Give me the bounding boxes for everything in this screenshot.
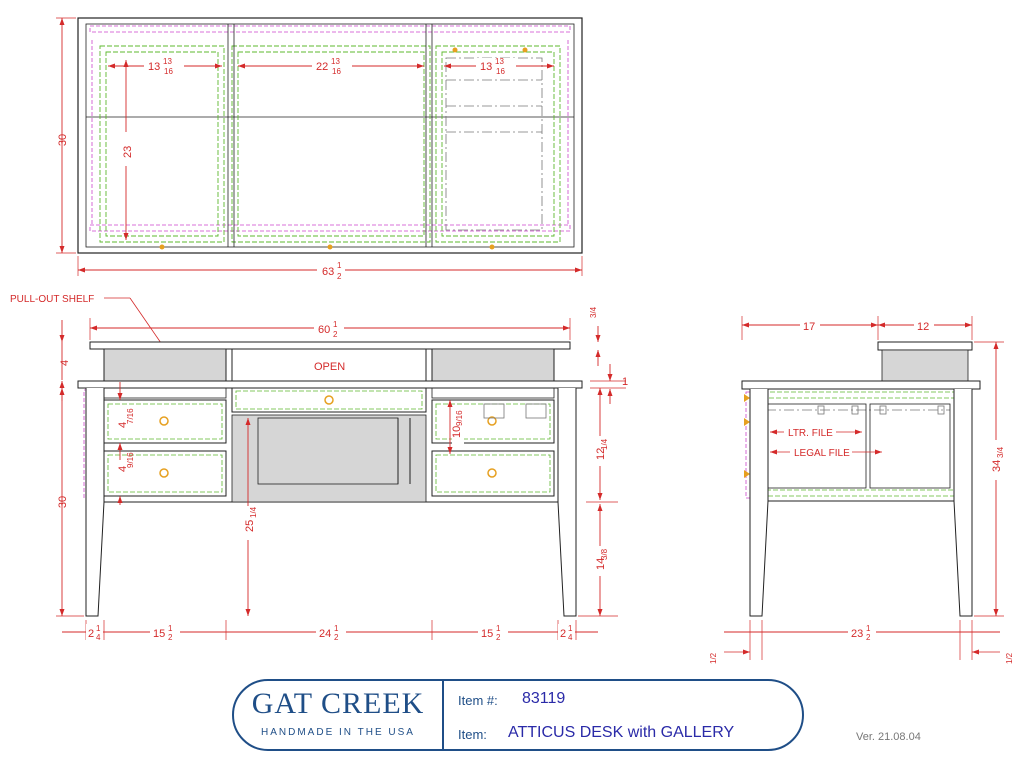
svg-text:2: 2 bbox=[337, 272, 342, 281]
svg-text:1: 1 bbox=[168, 624, 173, 633]
svg-text:1: 1 bbox=[96, 624, 101, 633]
side-total-height-dim: 34 bbox=[991, 460, 1003, 472]
top-view-outline bbox=[77, 17, 583, 254]
item-name: ATTICUS DESK with GALLERY bbox=[508, 724, 735, 741]
svg-text:4: 4 bbox=[568, 633, 573, 642]
top-depth-dim: 30 bbox=[57, 134, 69, 146]
side-left-leg bbox=[749, 389, 769, 617]
open-label: OPEN bbox=[314, 361, 345, 373]
svg-text:16: 16 bbox=[332, 67, 341, 76]
svg-text:3/4: 3/4 bbox=[996, 446, 1005, 458]
gallery-height-dim: 4 bbox=[59, 360, 71, 366]
drawer-1-height-dim: 4 bbox=[117, 422, 129, 428]
side-depth-dim: 17 bbox=[803, 321, 815, 333]
svg-text:13: 13 bbox=[495, 57, 504, 66]
right-leg bbox=[557, 388, 577, 617]
svg-text:16: 16 bbox=[496, 67, 505, 76]
svg-text:1: 1 bbox=[568, 624, 573, 633]
top-width-dim: 63 bbox=[322, 266, 334, 278]
gallery-top-thickness-dim: 3/4 bbox=[589, 306, 598, 318]
item-number-label: Item #: bbox=[458, 693, 498, 708]
gallery-depth-dim: 12 bbox=[917, 321, 929, 333]
svg-text:2: 2 bbox=[333, 330, 338, 339]
apron-height-dim: 12 bbox=[595, 448, 607, 460]
right-drawer-2 bbox=[431, 450, 555, 497]
top-center-bay-dim: 22 bbox=[316, 61, 328, 73]
front-view: PULL-OUT SHELF OPEN bbox=[10, 294, 628, 642]
side-gallery bbox=[877, 341, 973, 351]
side-view: LTR. FILE LEGAL FILE 17 12 34 3/4 23 12 bbox=[709, 316, 1014, 664]
front-height-dim: 30 bbox=[57, 496, 69, 508]
right-bay-dim: 15 bbox=[481, 628, 493, 640]
svg-text:9/16: 9/16 bbox=[455, 410, 464, 426]
ltr-file-label: LTR. FILE bbox=[788, 428, 833, 439]
knee-clearance-dim: 25 bbox=[244, 520, 256, 532]
svg-text:3/8: 3/8 bbox=[600, 548, 609, 560]
side-right-leg bbox=[953, 389, 973, 617]
file-drawer-height-dim: 10 bbox=[451, 426, 463, 438]
svg-text:7/16: 7/16 bbox=[126, 408, 135, 424]
svg-text:2: 2 bbox=[496, 633, 501, 642]
pull-out-shelf-callout: PULL-OUT SHELF bbox=[10, 294, 94, 305]
svg-text:1: 1 bbox=[496, 624, 501, 633]
legal-file-label: LEGAL FILE bbox=[794, 448, 850, 459]
svg-text:1/4: 1/4 bbox=[600, 438, 609, 450]
svg-text:1/4: 1/4 bbox=[249, 506, 258, 518]
brand-name: GAT CREEK bbox=[251, 687, 425, 720]
left-drawer-2 bbox=[103, 450, 227, 497]
svg-text:1: 1 bbox=[337, 261, 342, 270]
top-thickness-dim: 1 bbox=[622, 376, 628, 388]
top-right-bay-dim: 13 bbox=[480, 61, 492, 73]
brand-tagline: HANDMADE IN THE USA bbox=[261, 727, 415, 738]
logo: GAT CREEK HANDMADE IN THE USA bbox=[234, 681, 444, 749]
front-top-width-dim: 60 bbox=[318, 324, 330, 336]
left-bay-dim: 15 bbox=[153, 628, 165, 640]
top-left-bay-dim: 13 bbox=[148, 61, 160, 73]
leg-left-dim: 2 bbox=[88, 628, 94, 640]
side-top bbox=[741, 380, 981, 390]
svg-text:13: 13 bbox=[163, 57, 172, 66]
desk-top bbox=[77, 380, 583, 389]
svg-text:2: 2 bbox=[866, 633, 871, 642]
center-bay-dim: 24 bbox=[319, 628, 331, 640]
title-block: GAT CREEK HANDMADE IN THE USA Item #: 83… bbox=[232, 679, 804, 751]
svg-text:9/16: 9/16 bbox=[126, 452, 135, 468]
left-drawer-1 bbox=[103, 399, 227, 444]
center-drawer bbox=[231, 387, 427, 413]
svg-text:2: 2 bbox=[334, 633, 339, 642]
svg-text:16: 16 bbox=[164, 67, 173, 76]
version-label: Ver. 21.08.04 bbox=[856, 731, 921, 743]
item-number: 83119 bbox=[522, 690, 566, 707]
drawer-2-height-dim: 4 bbox=[117, 466, 129, 472]
leg-height-dim: 14 bbox=[595, 558, 607, 570]
side-leg-offset-right: 1/2 bbox=[1005, 652, 1014, 664]
svg-text:1: 1 bbox=[334, 624, 339, 633]
item-name-label: Item: bbox=[458, 727, 487, 742]
svg-text:2: 2 bbox=[168, 633, 173, 642]
top-bay-depth-dim: 23 bbox=[122, 146, 134, 158]
svg-text:1: 1 bbox=[866, 624, 871, 633]
left-leg bbox=[85, 388, 105, 617]
gallery bbox=[89, 341, 571, 350]
side-inner-depth-dim: 23 bbox=[851, 628, 863, 640]
svg-text:13: 13 bbox=[331, 57, 340, 66]
svg-text:4: 4 bbox=[96, 633, 101, 642]
leg-right-dim: 2 bbox=[560, 628, 566, 640]
side-leg-offset-left: 1/2 bbox=[709, 652, 718, 664]
svg-text:1: 1 bbox=[333, 320, 338, 329]
